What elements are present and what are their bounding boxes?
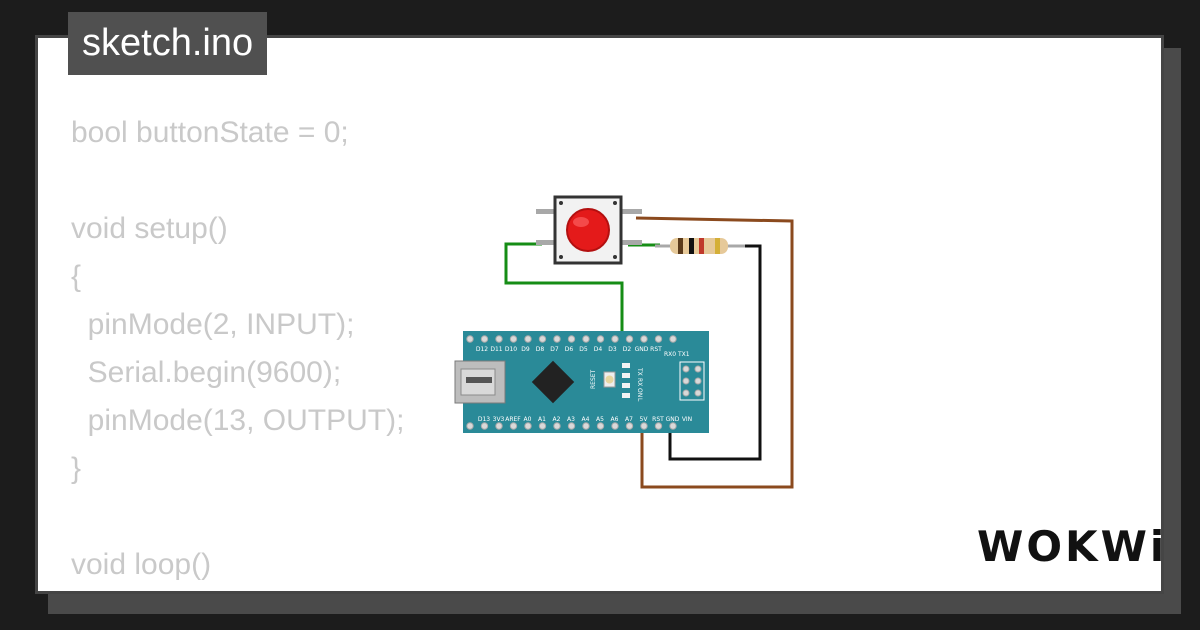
header-pin-top[interactable]: [495, 335, 503, 343]
led-rx: [622, 373, 630, 378]
header-pin-top[interactable]: [466, 335, 474, 343]
bottom-pin-label: GND: [666, 416, 680, 423]
header-pin-bottom[interactable]: [538, 422, 547, 430]
bottom-pin-label: A3: [567, 416, 575, 423]
led-on: [622, 383, 630, 388]
rx-tx-label: RX0 TX1: [664, 351, 690, 358]
header-pin-top[interactable]: [524, 335, 532, 343]
icsp-pin: [682, 389, 690, 397]
preview-card: bool buttonState = 0; void setup() { pinMo…: [35, 35, 1164, 594]
icsp-pin: [694, 389, 702, 397]
bottom-pin-label: A1: [538, 416, 546, 423]
wire-black[interactable]: [668, 244, 762, 461]
bottom-pin-label: VIN: [682, 416, 692, 423]
top-pin-label: RST: [650, 346, 662, 353]
wokwi-logo: WOKWi: [977, 522, 1168, 571]
header-pin-top[interactable]: [538, 335, 547, 343]
led-tx: [622, 363, 630, 368]
bottom-pin-label: A5: [596, 416, 604, 423]
header-pin-top[interactable]: [669, 335, 677, 343]
code-line: {: [71, 260, 82, 293]
icsp-pin: [694, 365, 702, 373]
code-line: Serial.begin(9600);: [71, 356, 342, 389]
top-pin-label: D6: [565, 346, 574, 353]
bottom-pin-label: AREF: [505, 416, 521, 423]
top-pin-label: D2: [623, 346, 632, 353]
header-pin-top[interactable]: [509, 335, 518, 343]
bottom-pin-label: A2: [553, 416, 561, 423]
led-label: TX: [636, 367, 643, 376]
resistor[interactable]: [655, 238, 745, 254]
wire-green[interactable]: [504, 242, 624, 339]
header-pin-bottom[interactable]: [524, 422, 532, 430]
header-pin-top[interactable]: [567, 335, 576, 343]
header-pin-bottom[interactable]: [567, 422, 576, 430]
header-pin-top[interactable]: [611, 335, 619, 343]
bottom-pin-label: RST: [652, 416, 664, 423]
top-pin-label: D5: [579, 346, 588, 353]
icsp-pin: [682, 377, 690, 385]
header-pin-top[interactable]: [582, 335, 590, 343]
icsp-pin: [694, 377, 702, 385]
bottom-pin-label: 5V: [640, 416, 649, 423]
header-pin-bottom[interactable]: [611, 422, 619, 430]
icsp-header: [679, 361, 705, 401]
header-pin-top[interactable]: [480, 335, 489, 343]
bottom-pin-label: A4: [582, 416, 590, 423]
header-pin-bottom[interactable]: [596, 422, 605, 430]
led-label: ON: [636, 388, 643, 397]
header-pin-bottom[interactable]: [669, 422, 677, 430]
bottom-pin-label: 3V3: [493, 416, 505, 423]
top-pin-label: D4: [594, 346, 603, 353]
header-pin-top[interactable]: [596, 335, 605, 343]
header-pin-top[interactable]: [640, 335, 648, 343]
code-line: void setup(): [71, 212, 228, 245]
top-pin-label: GND: [635, 346, 649, 353]
wire-brown[interactable]: [635, 216, 794, 489]
header-pin-bottom[interactable]: [495, 422, 503, 430]
code-line: void loop(): [71, 548, 212, 581]
header-pin-bottom[interactable]: [480, 422, 489, 430]
code-line: }: [71, 452, 82, 485]
header-pin-top[interactable]: [553, 335, 561, 343]
code-line: pinMode(2, INPUT);: [71, 308, 355, 341]
led-l: [622, 393, 630, 398]
top-pin-label: D3: [608, 346, 617, 353]
code-line: bool buttonState = 0;: [71, 116, 349, 149]
led-label: L: [636, 398, 643, 402]
code-preview: bool buttonState = 0; void setup() { pinMo…: [71, 109, 405, 591]
bottom-pin-label: A0: [524, 416, 532, 423]
reset-label: RESET: [590, 369, 597, 389]
top-pin-label: D8: [536, 346, 545, 353]
bottom-pin-label: A7: [625, 416, 633, 423]
top-pin-label: D9: [521, 346, 530, 353]
header-pin-bottom[interactable]: [640, 422, 648, 430]
bottom-pin-label: D13: [478, 416, 490, 423]
header-pin-bottom[interactable]: [466, 422, 474, 430]
top-pin-label: D11: [490, 346, 502, 353]
bottom-pin-label: A6: [611, 416, 619, 423]
top-pin-label: D10: [505, 346, 517, 353]
header-pin-bottom[interactable]: [654, 422, 663, 430]
led-label: RX: [636, 378, 643, 386]
sketch-filename: sketch.ino: [68, 12, 268, 75]
header-pin-top[interactable]: [625, 335, 634, 343]
pushbutton[interactable]: [536, 195, 642, 265]
button-cap[interactable]: [566, 208, 610, 252]
header-pin-bottom[interactable]: [582, 422, 590, 430]
header-pin-bottom[interactable]: [625, 422, 634, 430]
code-line: pinMode(13, OUTPUT);: [71, 404, 405, 437]
top-pin-label: D7: [550, 346, 559, 353]
header-pin-bottom[interactable]: [553, 422, 561, 430]
icsp-pin: [682, 365, 690, 373]
header-pin-top[interactable]: [654, 335, 663, 343]
top-pin-label: D12: [476, 346, 488, 353]
header-pin-bottom[interactable]: [509, 422, 518, 430]
